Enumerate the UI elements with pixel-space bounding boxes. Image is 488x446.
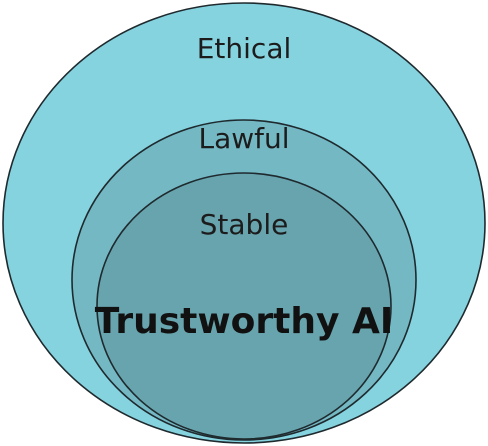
- ring-label-lawful: Lawful: [198, 122, 289, 155]
- ring-stable: [96, 172, 392, 440]
- ring-label-ethical: Ethical: [197, 32, 292, 65]
- core-label-trustworthy-ai: Trustworthy AI: [95, 301, 393, 342]
- ring-label-stable: Stable: [200, 208, 289, 241]
